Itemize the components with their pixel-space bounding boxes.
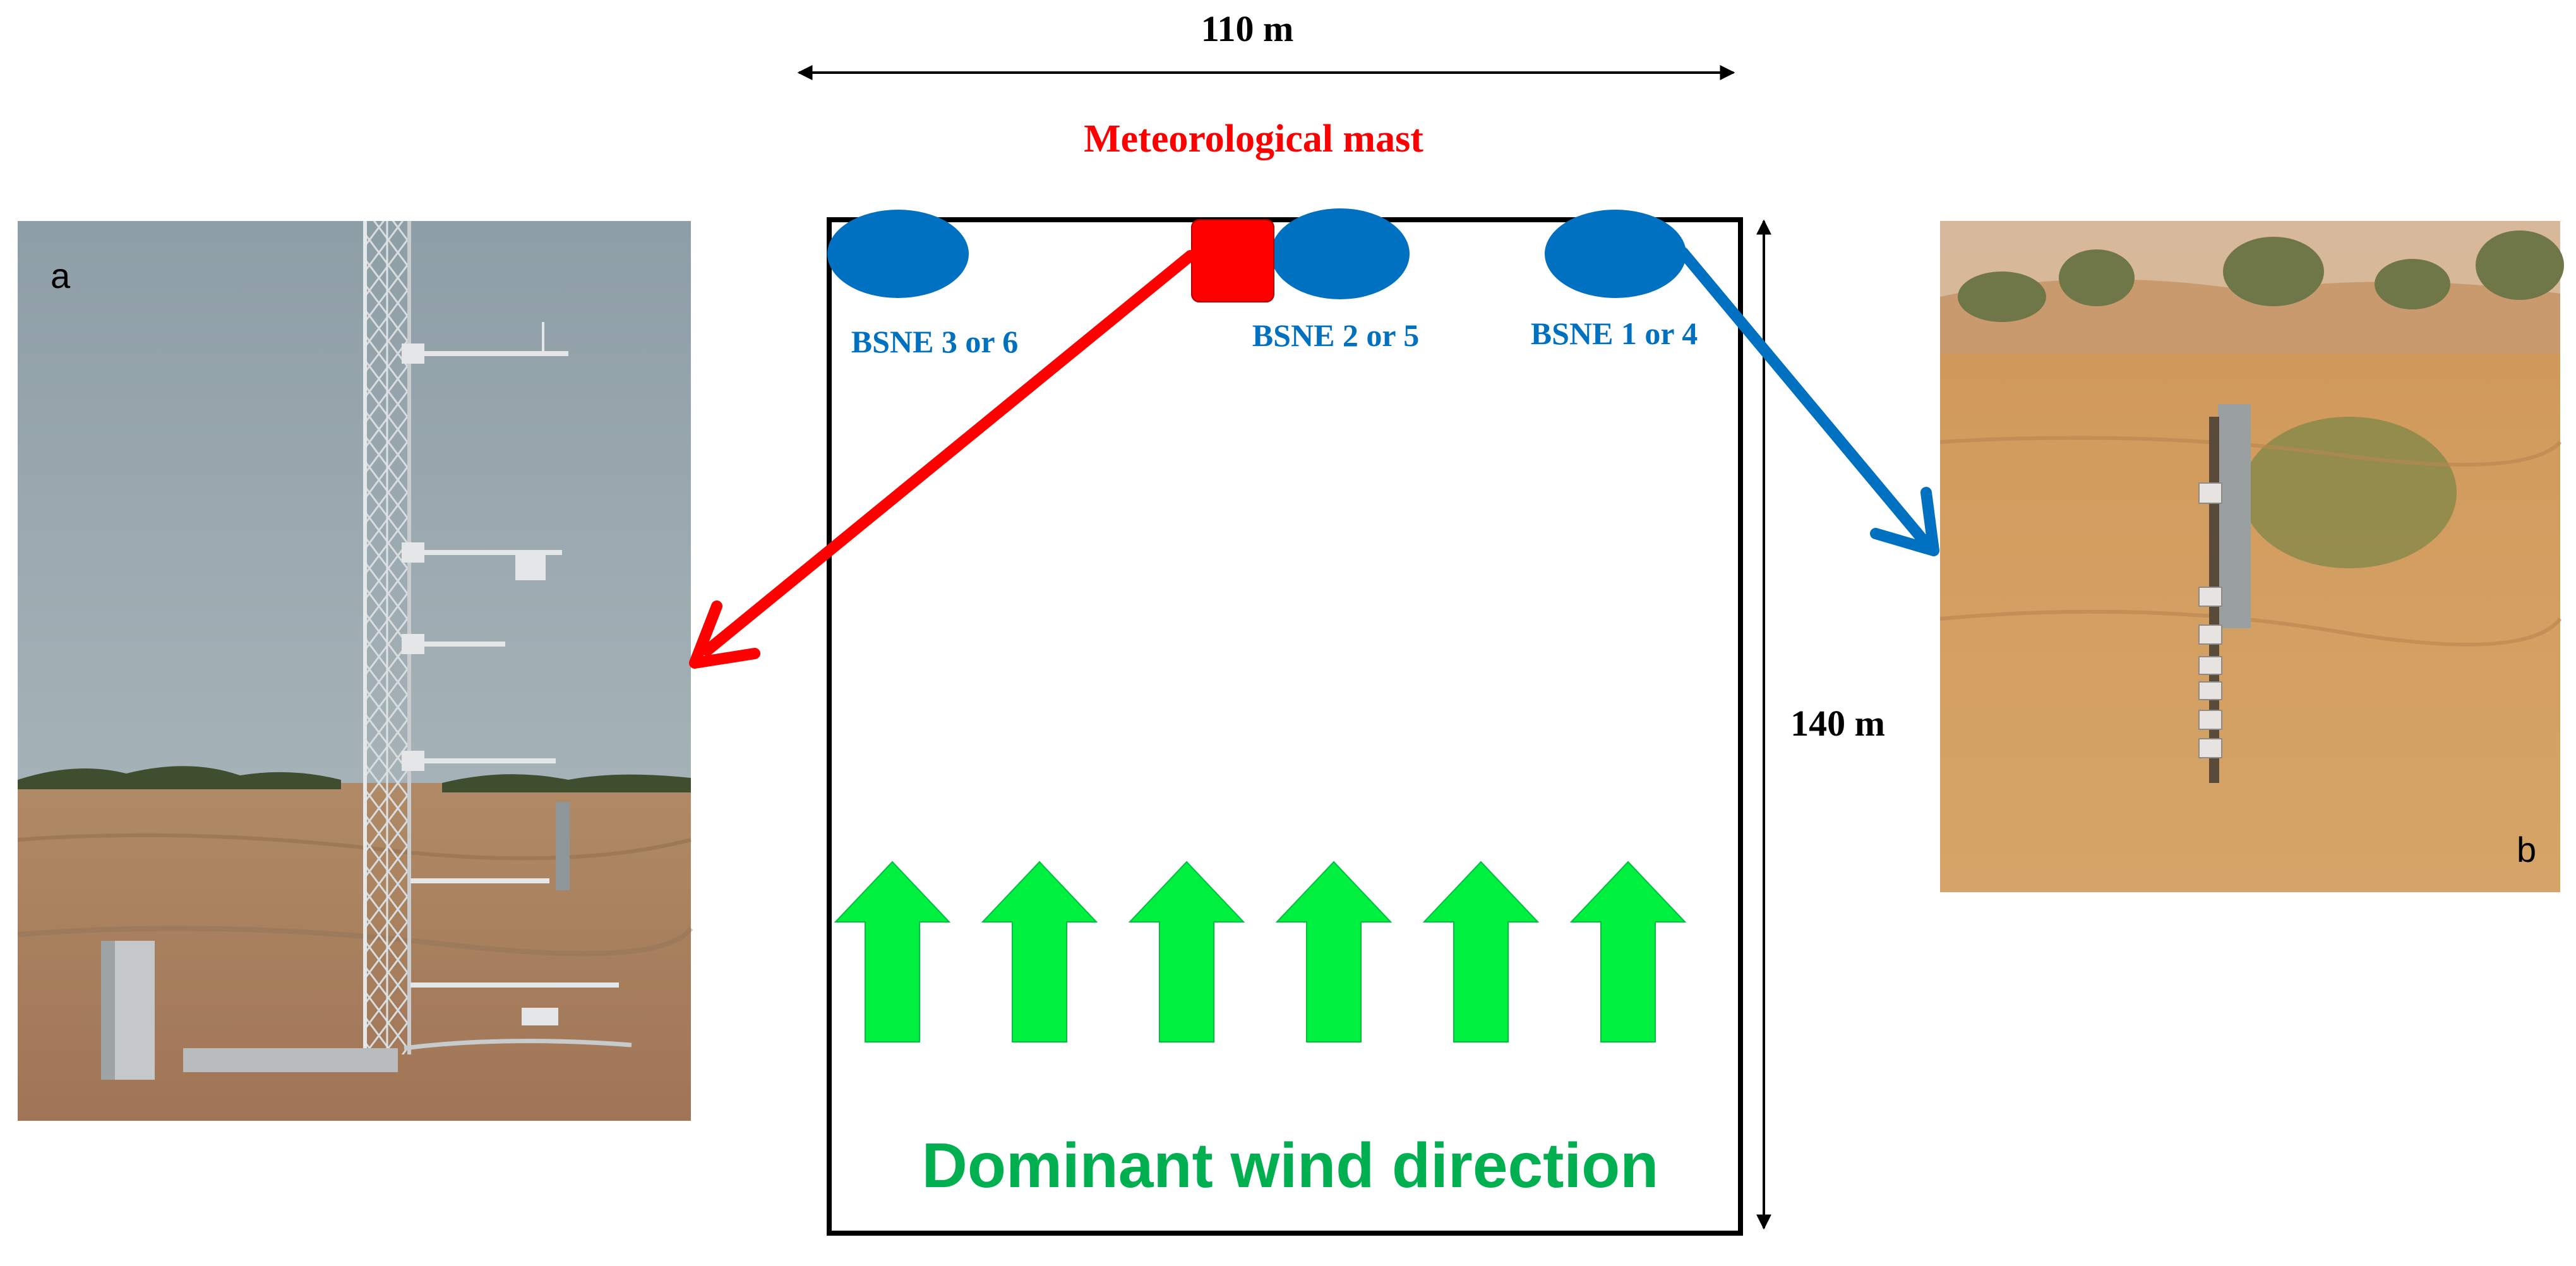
- wind-arrow: [981, 861, 1098, 1042]
- wind-arrow: [1128, 861, 1245, 1042]
- wind-arrow: [1569, 861, 1687, 1042]
- wind-arrow: [834, 861, 951, 1042]
- height-dimension-label: 140 m: [1790, 703, 1885, 744]
- bsne-2-5-label: BSNE 2 or 5: [1252, 318, 1419, 353]
- bsne-sampler-3-6: [827, 210, 969, 298]
- wind-arrows: [834, 861, 1687, 1042]
- wind-direction-label: Dominant wind direction: [922, 1130, 1659, 1201]
- width-dimension-label: 110 m: [1201, 8, 1294, 49]
- sampler-to-photo-arrow: [1677, 247, 1939, 556]
- mast-label: Meteorological mast: [1084, 117, 1423, 160]
- field-boundary: [827, 217, 1743, 1236]
- wind-arrow: [1422, 861, 1540, 1042]
- meteorological-mast-marker: [1191, 219, 1274, 302]
- wind-arrow: [1275, 861, 1393, 1042]
- photo-a-meteorological-mast: [17, 221, 693, 1121]
- bsne-sampler-2-5: [1271, 208, 1410, 299]
- mast-to-photo-arrow: [689, 250, 1196, 669]
- bsne-sampler-1-4: [1545, 210, 1686, 298]
- bsne-1-4-label: BSNE 1 or 4: [1531, 316, 1698, 351]
- photo-a-letter: a: [51, 256, 71, 296]
- bsne-3-6-label: BSNE 3 or 6: [851, 324, 1018, 359]
- photo-b-letter: b: [2517, 830, 2536, 869]
- photo-b-bsne-sampler: [1939, 221, 2564, 892]
